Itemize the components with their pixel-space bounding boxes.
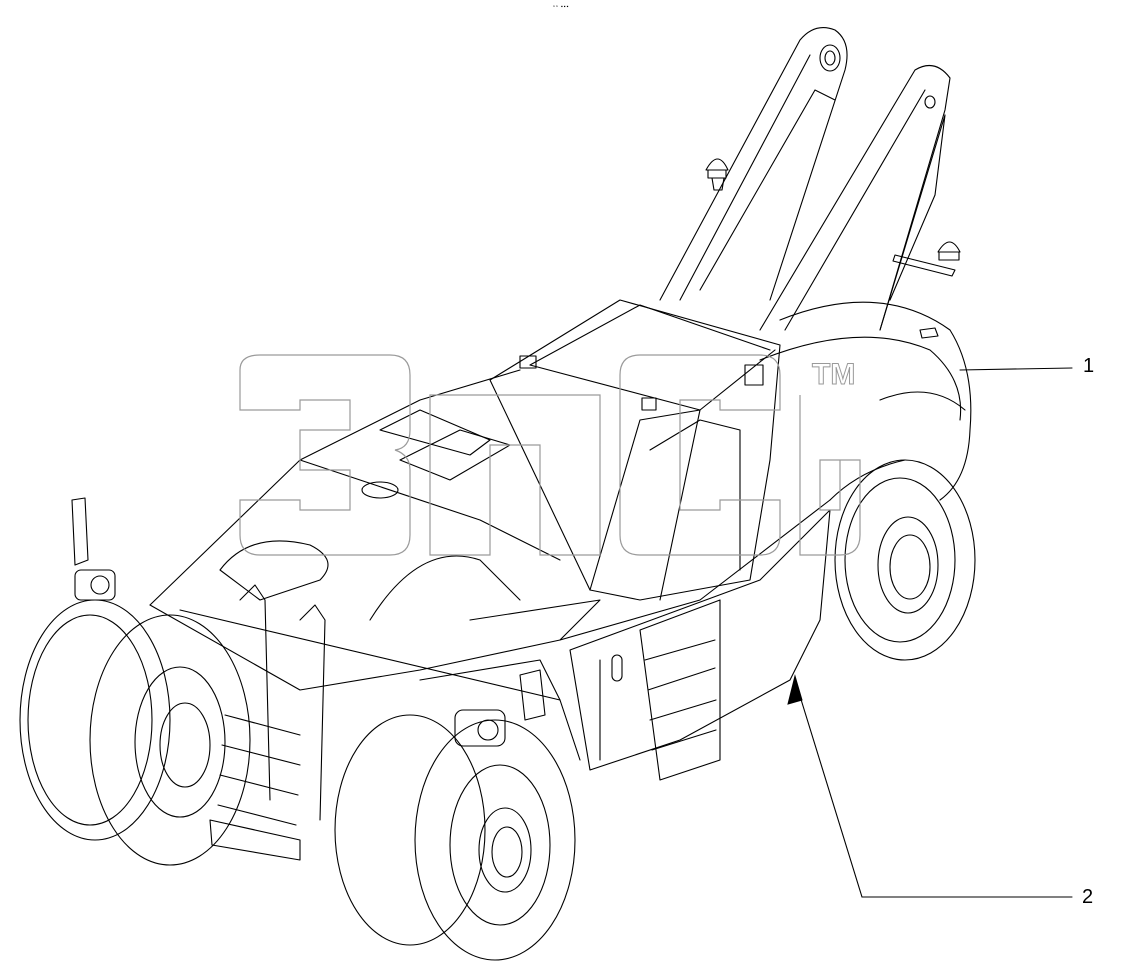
beacon-light-left: [705, 158, 729, 191]
callout-label-2: 2: [1082, 886, 1094, 908]
right-boom-arm: [759, 64, 951, 331]
front-wheel: [829, 459, 976, 661]
beacon-light-right: [892, 241, 961, 277]
right-rear-wheels: [334, 714, 576, 961]
watermark-trademark: TM: [811, 358, 856, 392]
frame-deck: [149, 369, 831, 761]
rear-body: [759, 301, 1073, 501]
left-rear-wheels: [19, 599, 251, 866]
rear-light-left: [71, 497, 116, 601]
left-boom-arm: [659, 27, 848, 301]
leader-arrow-2: [794, 679, 1073, 898]
rear-ladder: [209, 584, 326, 861]
rear-light-right: [454, 669, 546, 747]
arrowhead-2: [787, 674, 803, 705]
header-mark: ⁿⁿ ▪▪▪: [553, 4, 570, 10]
side-panel: [569, 509, 831, 771]
callout-label-1: 1: [1083, 355, 1095, 377]
watermark-logo: [239, 354, 861, 556]
side-steps: [639, 599, 721, 781]
